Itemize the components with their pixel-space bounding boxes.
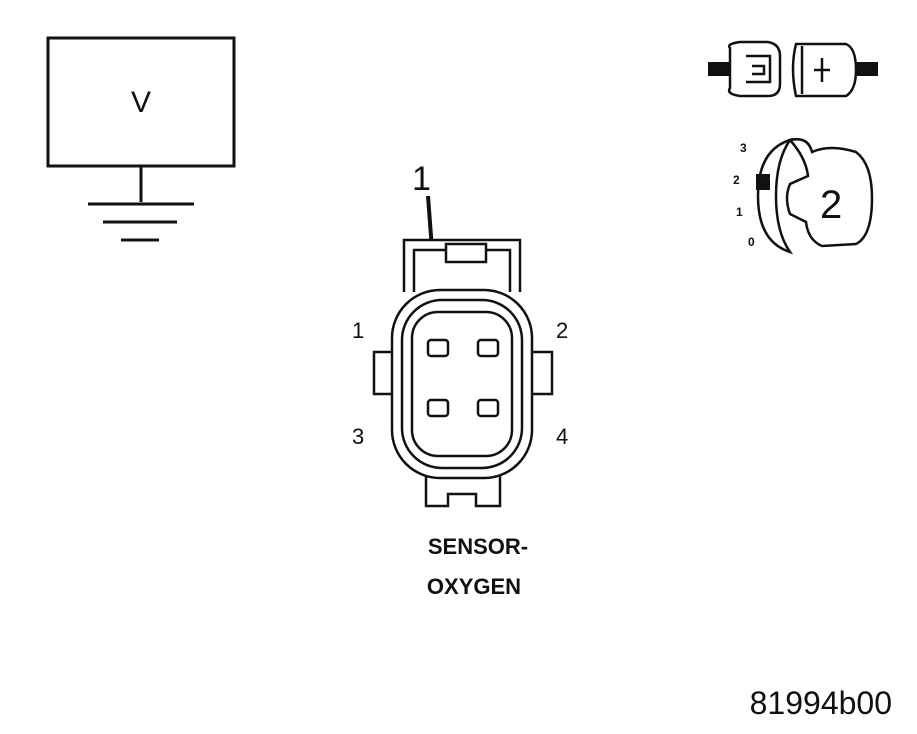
dial-tick-3: 3 [740,141,747,155]
probe-dial: 3 2 1 0 2 [733,137,874,255]
dial-value: 2 [820,183,842,227]
pin-label-3: 3 [352,424,364,449]
figure-id: 81994b00 [750,685,892,721]
pin-cavity-3 [426,398,450,418]
ground-icon [88,166,194,242]
connector-caption-line2: OXYGEN [427,574,521,599]
probe-tip-icon [708,40,878,98]
dial-knob-icon [756,137,874,255]
callout-number: 1 [412,160,431,198]
voltmeter-label: V [131,86,151,119]
connector-caption-line1: SENSOR- [428,534,528,559]
pin-label-1: 1 [352,318,364,343]
pin-label-2: 2 [556,318,568,343]
dial-tick-2: 2 [733,173,740,187]
oxygen-sensor-connector [372,238,554,508]
voltmeter-symbol: V [46,36,236,242]
pin-cavity-1 [426,338,450,358]
dial-tick-0: 0 [748,235,755,249]
dial-tick-1: 1 [736,205,743,219]
pin-cavity-2 [476,338,500,358]
pin-label-4: 4 [556,424,568,449]
pin-cavity-4 [476,398,500,418]
